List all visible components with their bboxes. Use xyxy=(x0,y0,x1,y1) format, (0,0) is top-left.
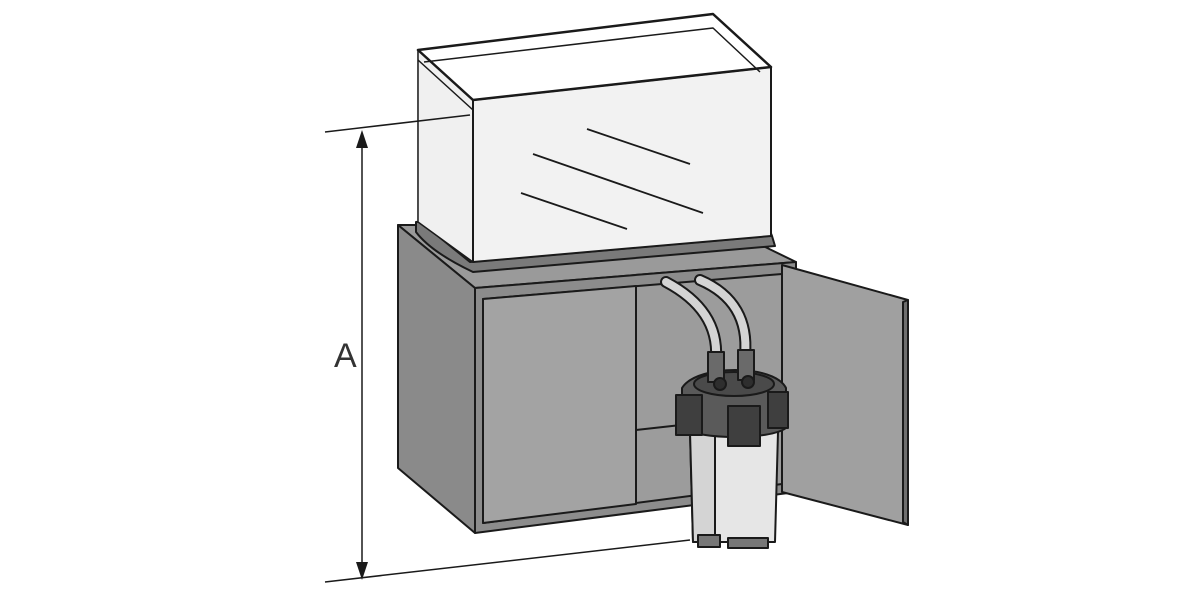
filter-head-top xyxy=(693,371,775,397)
canister-filter xyxy=(675,349,789,549)
tank-rim-left-edge xyxy=(417,59,474,111)
glass-reflection xyxy=(520,192,628,230)
glass-reflection xyxy=(532,153,704,214)
tank-rim-inner xyxy=(423,27,761,73)
filter-body-shade xyxy=(689,431,716,543)
cabinet-door-left xyxy=(482,285,637,524)
filter-foot xyxy=(697,534,721,548)
glass-reflection xyxy=(586,128,691,165)
dimension-label: A xyxy=(334,337,357,375)
dimension-extension-top xyxy=(324,114,471,133)
valve-knob xyxy=(713,377,727,391)
hose-left xyxy=(662,278,721,362)
hose-right xyxy=(696,276,750,359)
tank-top-rim xyxy=(416,12,773,102)
filter-foot xyxy=(727,537,769,549)
door-edge xyxy=(902,299,909,526)
filter-clip-front xyxy=(727,405,761,447)
filter-clip-left xyxy=(675,394,703,436)
dimension-indicator: A xyxy=(324,114,691,583)
dimension-extension-bottom xyxy=(324,539,691,583)
filter-clip-right xyxy=(767,391,789,429)
arrowhead-down-icon xyxy=(356,562,368,580)
aquarium-tank xyxy=(416,12,773,263)
cabinet-door-right-open xyxy=(781,264,909,526)
hoses xyxy=(660,274,752,364)
valve-knob xyxy=(741,375,755,389)
arrowhead-up-icon xyxy=(356,130,368,148)
